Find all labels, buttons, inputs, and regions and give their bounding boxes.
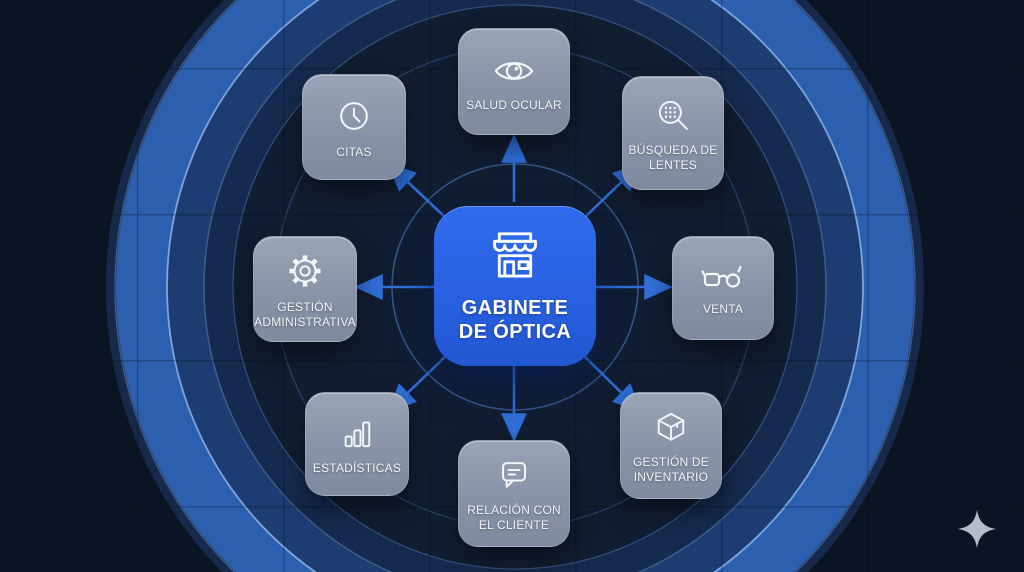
connector-arrows <box>354 134 673 442</box>
sparkle-icon <box>957 509 997 549</box>
node-label: CITAS <box>336 145 372 160</box>
eye-icon <box>494 61 534 80</box>
gear-icon <box>289 255 321 287</box>
node-gestion-administrativa: GESTIÓN ADMINISTRATIVA <box>253 236 357 342</box>
node-gestion-de-inventario: GESTIÓN DE INVENTARIO <box>620 392 722 499</box>
chat-bubble-icon <box>502 462 526 489</box>
node-busqueda-de-lentes: BÚSQUEDA DE LENTES <box>622 76 724 190</box>
node-label: SALUD OCULAR <box>466 97 562 112</box>
node-estadisticas: ESTADÍSTICAS <box>305 392 409 496</box>
glasses-icon <box>701 266 742 288</box>
node-label: VENTA <box>702 302 744 317</box>
node-gabinete-de-optica: GABINETE DE ÓPTICA <box>434 206 596 366</box>
node-label: GESTIÓN DE INVENTARIO <box>632 455 709 484</box>
lens-search-icon <box>658 100 688 130</box>
center-node-label: GABINETE DE ÓPTICA <box>458 297 572 343</box>
clock-icon <box>340 102 368 131</box>
storefront-icon <box>493 232 537 278</box>
package-icon <box>657 413 685 442</box>
bar-chart-icon <box>344 421 371 448</box>
node-label: RELACIÓN CON EL CLIENTE <box>467 503 561 532</box>
arrow-to-citas <box>387 162 448 220</box>
node-label: GESTIÓN ADMINISTRATIVA <box>254 299 356 329</box>
node-label: ESTADÍSTICAS <box>312 461 402 476</box>
node-relacion-con-el-cliente: RELACIÓN CON EL CLIENTE <box>458 440 570 547</box>
node-salud-ocular: SALUD OCULAR <box>458 28 570 135</box>
node-citas: CITAS <box>302 74 406 180</box>
node-label: BÚSQUEDA DE LENTES <box>628 142 718 172</box>
concentric-ring-bands <box>106 0 924 572</box>
node-venta: VENTA <box>672 236 774 340</box>
